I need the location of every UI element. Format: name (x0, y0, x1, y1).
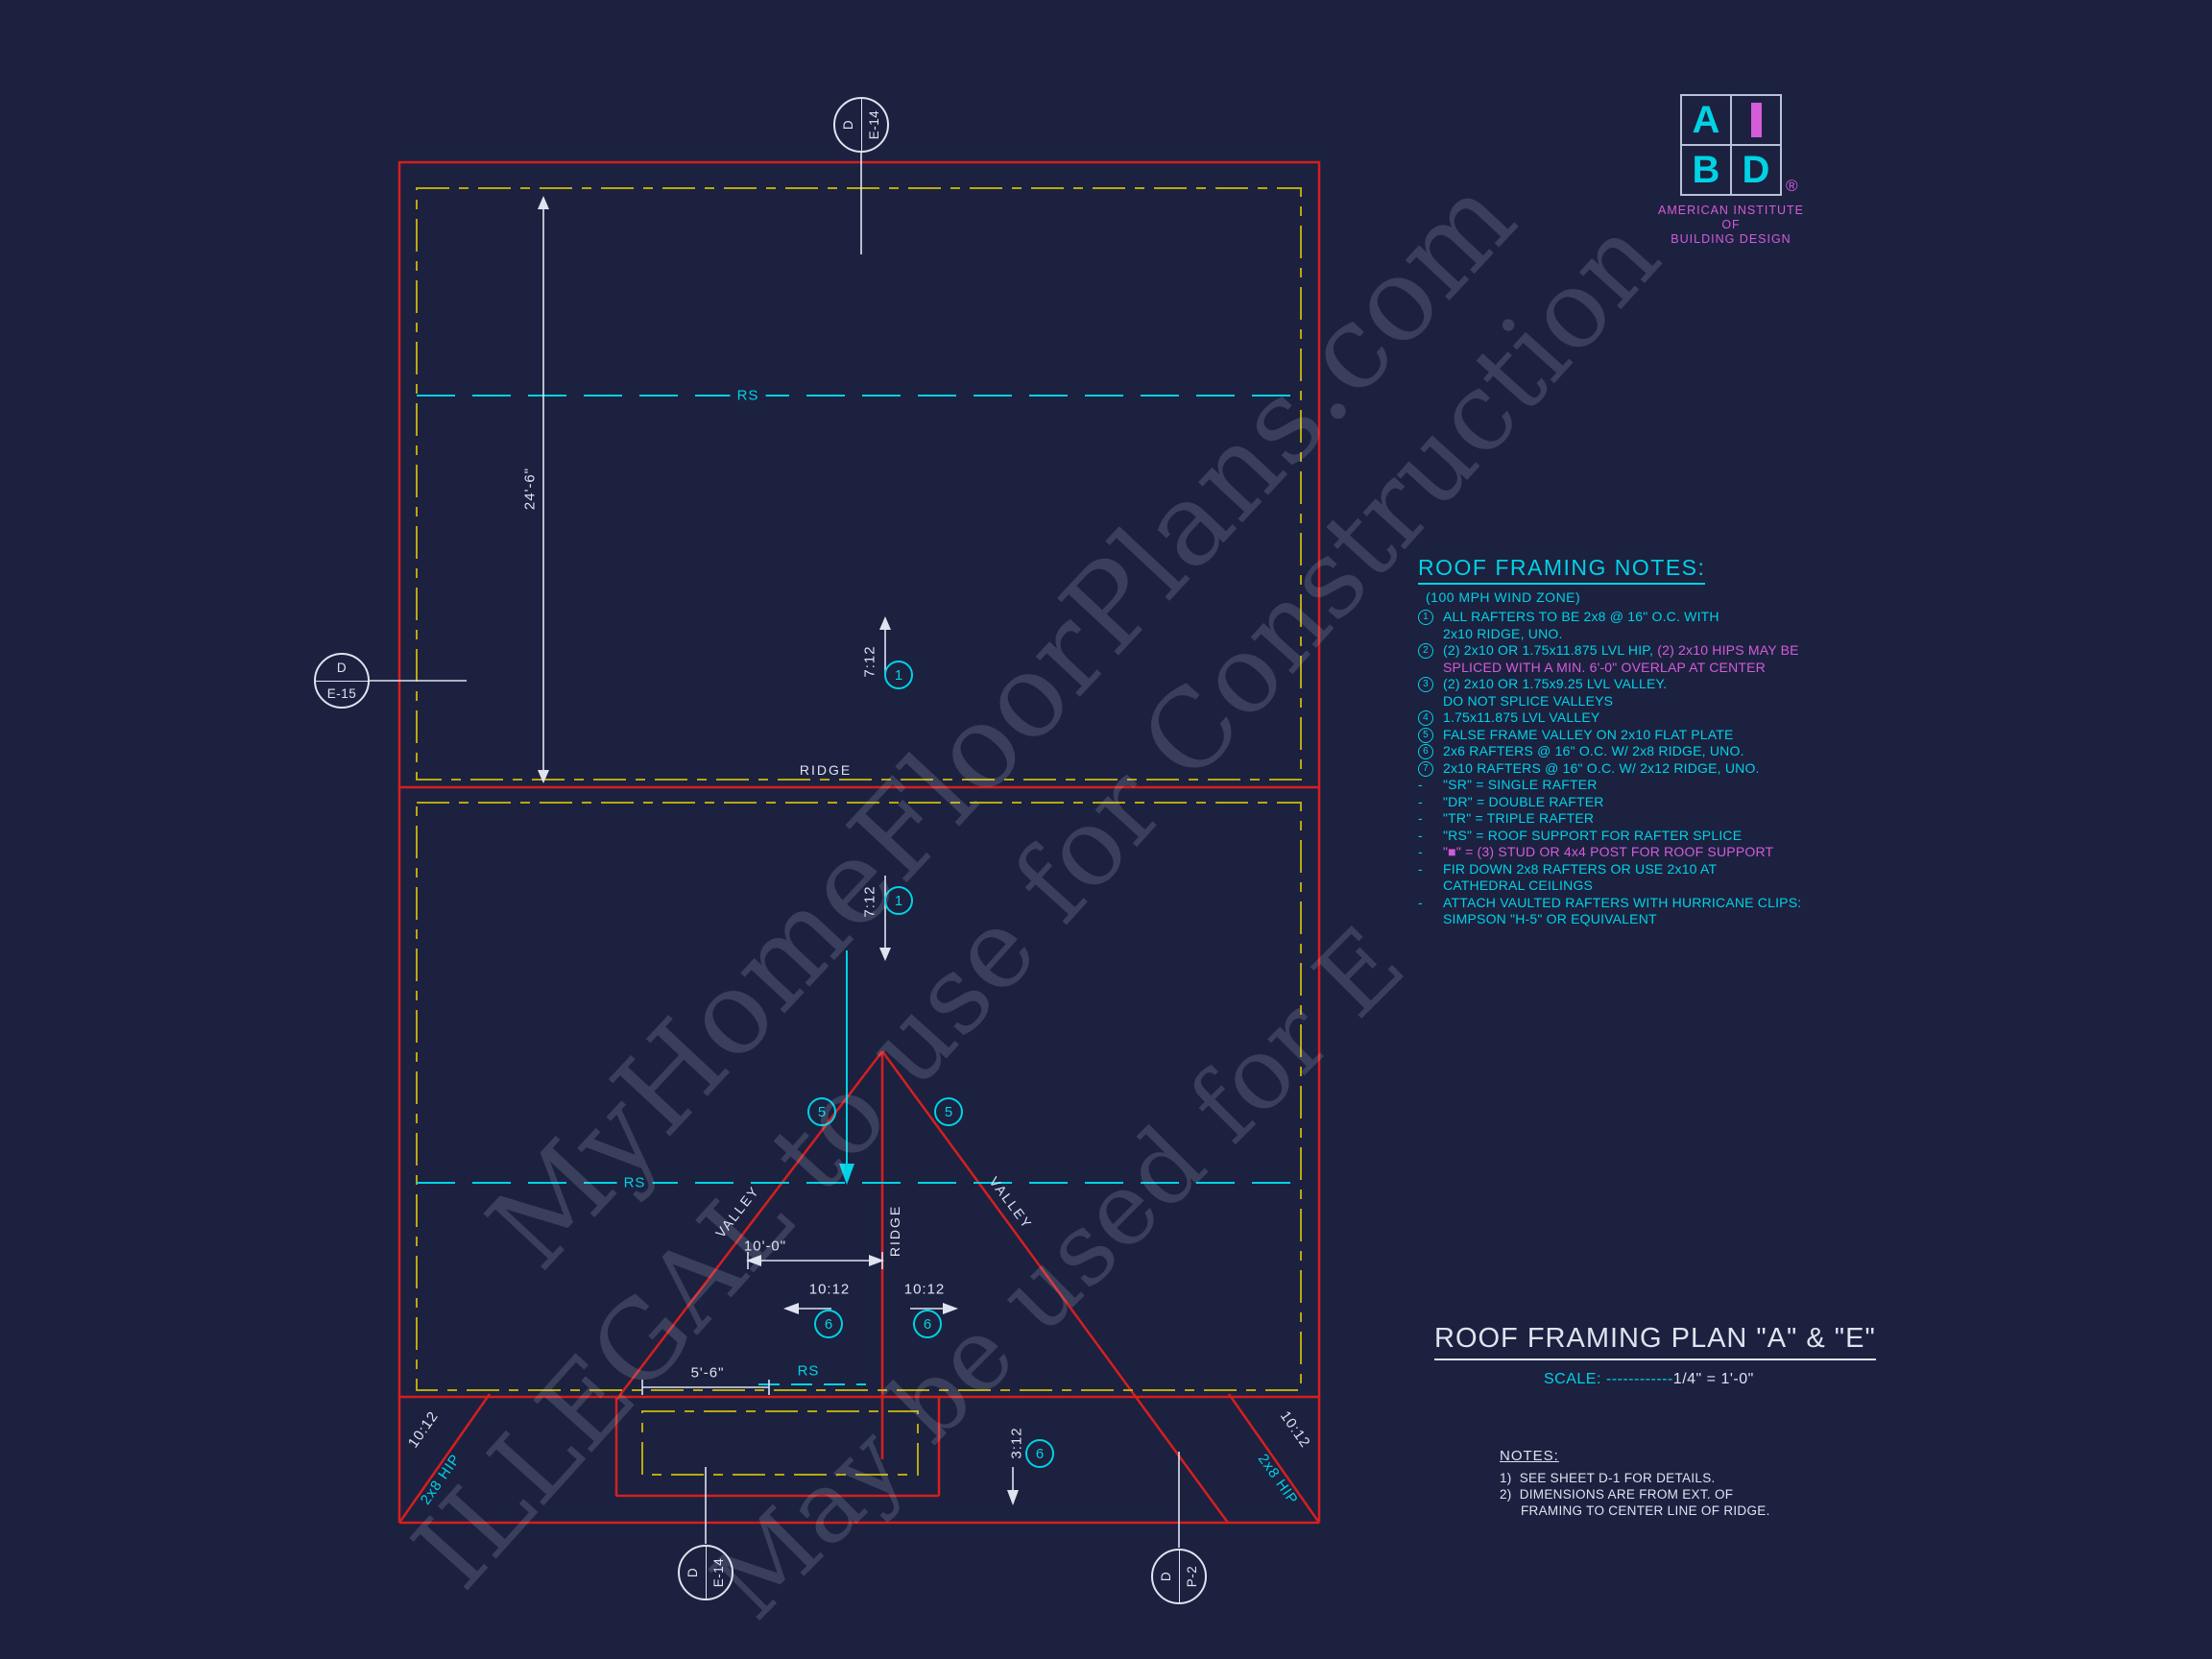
dimension-5-6: 5'-6" (690, 1364, 725, 1382)
framing-note-item: 2(2) 2x10 OR 1.75x11.875 LVL HIP, (2) 2x… (1418, 642, 1994, 676)
section-marker-sheet: E-14 (705, 1547, 732, 1599)
section-marker-letter: D (685, 1567, 700, 1578)
roof-perimeter (397, 160, 1321, 1399)
section-marker-left: D E-15 (314, 653, 370, 709)
plan-title: ROOF FRAMING PLAN "A" & "E" (1434, 1323, 1876, 1360)
roof-outline-lines (397, 160, 1321, 1525)
scale-value: 1/4" = 1'-0" (1672, 1371, 1754, 1387)
slope-3-12-label: 3:12 (1008, 1427, 1025, 1459)
section-marker-sheet: E-14 (860, 99, 887, 151)
section-marker-letter: D (840, 119, 855, 131)
org-line-1: AMERICAN INSTITUTE (1657, 204, 1805, 217)
arrowheads (538, 196, 1019, 1505)
framing-note-item: -"DR" = DOUBLE RAFTER (1418, 793, 1604, 809)
rs-label-bottom: RS (797, 1362, 820, 1380)
org-line-2: OF (1721, 218, 1741, 231)
section-marker-sheet: E-15 (316, 680, 368, 708)
slope-7-12-label-top: 7:12 (861, 645, 878, 678)
section-marker-bottom: D E-14 (678, 1545, 733, 1600)
section-marker-letter: D (1158, 1571, 1173, 1582)
sheet-note-2: 2) DIMENSIONS ARE FROM EXT. OF (1500, 1487, 1734, 1502)
framing-note-item: -ATTACH VAULTED RAFTERS WITH HURRICANE C… (1418, 894, 1802, 927)
sheet-notes: NOTES: 1) SEE SHEET D-1 FOR DETAILS. 2) … (1500, 1448, 1770, 1519)
rs-label-top: RS (730, 386, 766, 405)
plan-scale: SCALE: ------------1/4" = 1'-0" (1544, 1371, 1754, 1388)
rs-label-mid: RS (616, 1173, 653, 1192)
valley-line-right (880, 1050, 1230, 1524)
wall-dashed-lines (416, 187, 1302, 1476)
ridge-label-horizontal: RIDGE (799, 762, 853, 778)
hip-line-right (1227, 1393, 1321, 1524)
section-marker-sheet: P-2 (1178, 1551, 1205, 1602)
roof-framing-notes: ROOF FRAMING NOTES: (100 MPH WIND ZONE) … (1418, 555, 1994, 928)
section-marker-top: D E-14 (833, 97, 889, 153)
callout-5-left: 5 (807, 1097, 836, 1126)
framing-notes-subtitle: (100 MPH WIND ZONE) (1426, 589, 1581, 605)
org-line-3: BUILDING DESIGN (1671, 232, 1791, 246)
sheet-note-2-continued: FRAMING TO CENTER LINE OF RIDGE. (1521, 1503, 1770, 1518)
callout-6-left: 6 (814, 1310, 843, 1338)
sheet-notes-title: NOTES: (1500, 1448, 1559, 1464)
slope-7-12-label-bottom: 7:12 (861, 885, 878, 918)
dimension-lines (369, 152, 1180, 1548)
sheet-note-1: 1) SEE SHEET D-1 FOR DETAILS. (1500, 1471, 1716, 1485)
slope-10-12-label-right: 10:12 (903, 1281, 946, 1298)
callout-6-bottom: 6 (1025, 1439, 1054, 1468)
slope-10-12-label-left: 10:12 (808, 1281, 851, 1298)
logo-bar-icon (1732, 96, 1780, 144)
framing-note-item: -"TR" = TRIPLE RAFTER (1418, 810, 1595, 826)
valley-line-left (615, 1050, 883, 1401)
dimension-24-6: 24'-6" (521, 467, 539, 511)
framing-notes-title: ROOF FRAMING NOTES: (1418, 555, 1706, 585)
slope-arrowhead-long (839, 1164, 854, 1185)
framing-note-item: -"RS" = ROOF SUPPORT FOR RAFTER SPLICE (1418, 827, 1743, 843)
section-marker-letter: D (336, 660, 348, 675)
framing-note-item: -"SR" = SINGLE RAFTER (1418, 777, 1598, 792)
registered-mark: ® (1786, 177, 1798, 195)
callout-1-bottom: 1 (884, 886, 913, 915)
logo-letter-b: B (1682, 146, 1730, 194)
hip-line-left (397, 1393, 492, 1524)
callout-5-right: 5 (934, 1097, 963, 1126)
callout-6-right: 6 (913, 1310, 942, 1338)
framing-note-item: 3(2) 2x10 OR 1.75x9.25 LVL VALLEY.DO NOT… (1418, 676, 1994, 709)
abd-logo: A B D (1680, 94, 1782, 196)
scale-label: SCALE: ------------ (1544, 1371, 1673, 1387)
section-marker-bottom-right: D P-2 (1151, 1549, 1207, 1604)
roof-support-lines (417, 395, 1301, 1385)
logo-letter-d: D (1732, 146, 1780, 194)
logo-letter-a: A (1682, 96, 1730, 144)
framing-note-item: -"■" = (3) STUD OR 4x4 POST FOR ROOF SUP… (1418, 844, 1774, 859)
logo-org-name: AMERICAN INSTITUTE OF BUILDING DESIGN (1658, 204, 1804, 247)
callout-1-top: 1 (884, 661, 913, 689)
ridge-label-vertical: RIDGE (887, 1204, 902, 1258)
dimension-10-0: 10'-0" (743, 1238, 787, 1255)
